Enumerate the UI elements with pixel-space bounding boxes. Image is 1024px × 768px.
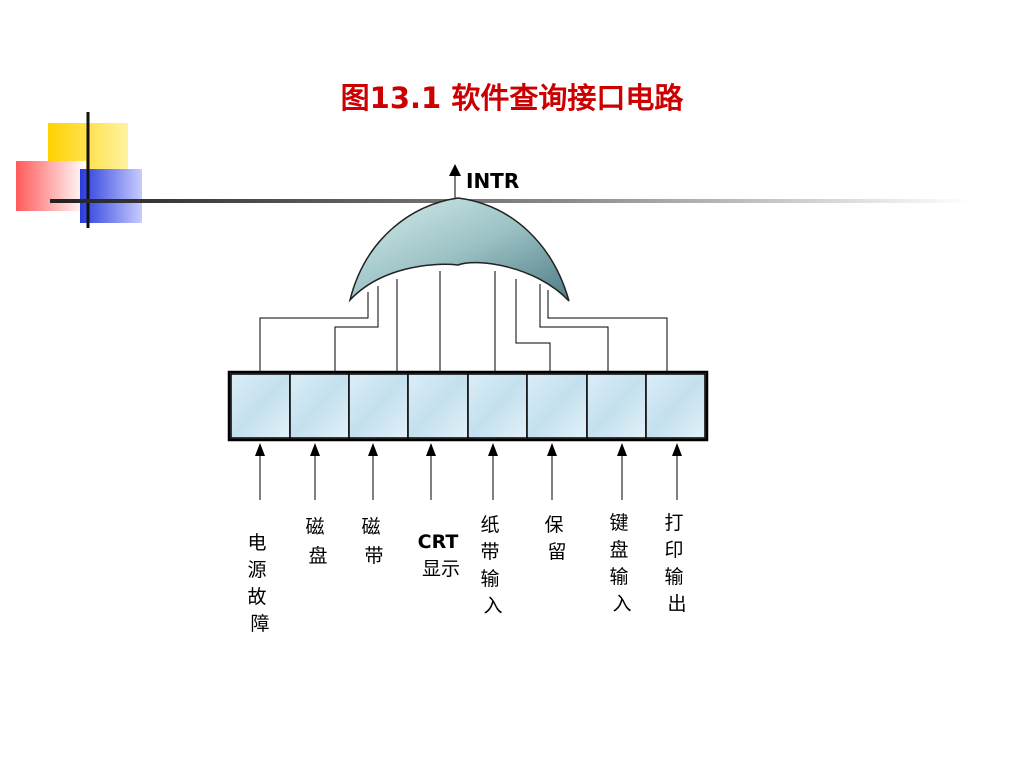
or-gate: [348, 197, 570, 303]
register-cell-0: [230, 373, 291, 439]
register-cell-2: [348, 373, 409, 439]
input-arrow-3: [426, 443, 436, 500]
input-arrow-1: [310, 443, 320, 500]
status-register: [227, 370, 709, 442]
intr-label: INTR: [466, 169, 519, 193]
device-labels: 电 源 故 障 磁 盘 磁 带 CRT 显示 纸 带 输 入 保 留 键 盘: [247, 512, 689, 635]
device-label-0: 电 源 故 障: [247, 532, 272, 635]
register-cell-4: [467, 373, 528, 439]
input-arrow-4: [488, 443, 498, 500]
device-label-7: 打 印 输 出: [664, 512, 689, 615]
device-label-2: 磁 带: [361, 516, 386, 567]
intr-arrow-head: [449, 164, 461, 176]
header-rule: [50, 199, 970, 203]
register-cell-7: [645, 373, 706, 439]
device-label-6: 键 盘 输 入: [609, 512, 634, 615]
wire-0: [259, 292, 369, 372]
device-label-5: 保 留: [544, 514, 569, 563]
wire-1: [334, 286, 379, 372]
input-arrow-7: [672, 443, 682, 500]
deco-blue-square: [80, 169, 142, 223]
input-arrow-2: [368, 443, 378, 500]
wire-7: [547, 290, 668, 372]
device-label-4: 纸 带 输 入: [480, 514, 505, 617]
register-cell-1: [289, 373, 350, 439]
register-cell-3: [407, 373, 469, 439]
deco-red-square: [16, 161, 86, 211]
intr-output: INTR: [449, 164, 519, 200]
wire-5: [515, 279, 551, 372]
input-arrow-6: [617, 443, 627, 500]
register-cell-6: [586, 373, 647, 439]
input-arrow-5: [547, 443, 557, 500]
device-label-3: CRT 显示: [418, 531, 465, 580]
corner-decoration: [16, 112, 142, 228]
device-label-1: 磁 盘: [305, 516, 330, 567]
device-input-arrows: [255, 443, 682, 500]
gate-input-wires: [259, 271, 668, 372]
input-arrow-0: [255, 443, 265, 500]
slide-title: 图13.1 软件查询接口电路: [341, 81, 685, 115]
register-cell-5: [526, 373, 588, 439]
wire-6: [539, 284, 609, 372]
